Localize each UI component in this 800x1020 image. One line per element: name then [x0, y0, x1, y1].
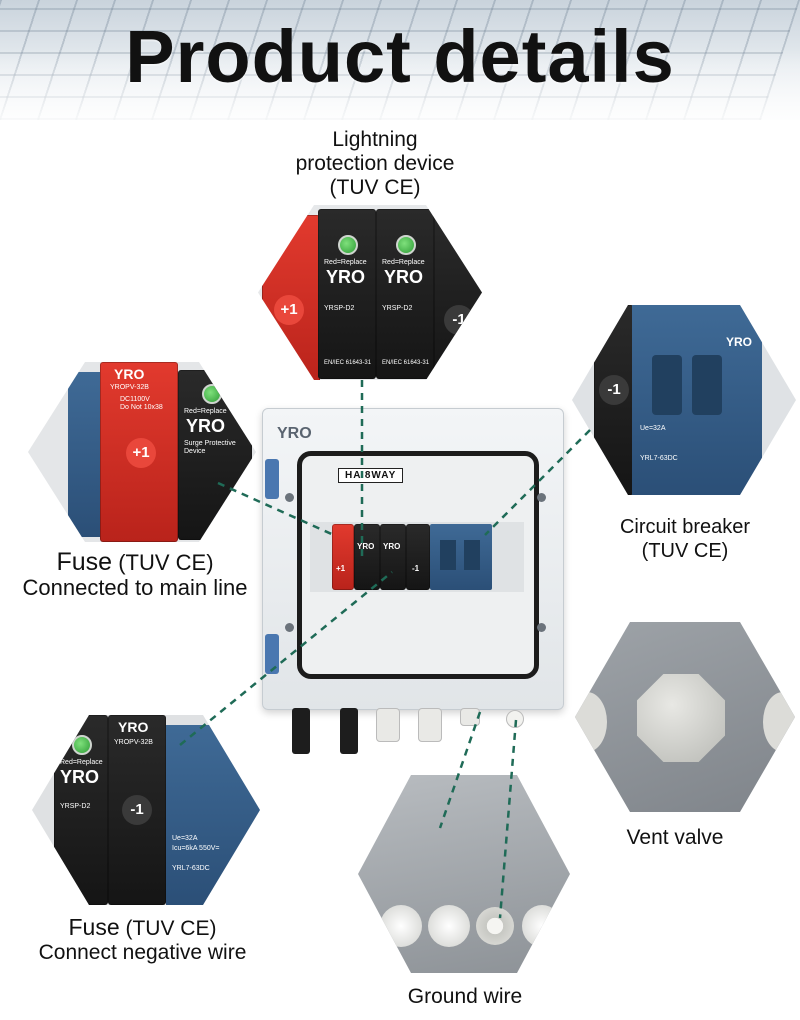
ground-terminal-icon [476, 907, 514, 945]
cable-gland [376, 708, 400, 742]
fuse-module: -1 [406, 524, 430, 590]
circuit-breaker: YRO Ue=32A YRL7-63DC [632, 305, 762, 495]
mc4-connector [340, 708, 358, 754]
screw-icon [537, 623, 546, 632]
surge-protective-device: Red=Replace YRO YRSP-D2 [54, 715, 108, 905]
cable-gland [460, 708, 480, 726]
screw-icon [285, 493, 294, 502]
module-label-plate: HA 8WAY [338, 468, 404, 483]
fuse-module: -1 [434, 215, 482, 380]
box-brand-logo: YRO [277, 425, 312, 442]
vent-valve-icon [637, 674, 725, 762]
fuse-module: -1 [594, 305, 634, 495]
hinge [265, 634, 279, 674]
hex-vent-valve-closeup [575, 622, 795, 812]
surge-protective-device: YRO [380, 524, 406, 590]
hex-ground-wire-closeup [358, 775, 570, 973]
header-banner: Product details [0, 0, 800, 120]
mc4-connector [292, 708, 310, 754]
surge-protective-device: Red=Replace YRO YRSP-D2 EN/IEC 61643-31 [318, 209, 376, 379]
label-lightning-protection: Lightning protection device (TUV CE) [295, 128, 455, 199]
fuse-module: +1 [262, 215, 320, 380]
label-circuit-breaker: Circuit breaker (TUV CE) [619, 516, 751, 562]
hex-fuse-main-line-closeup: YRO YROPV-32B DC1100V Do Not 10x38 +1 Re… [28, 362, 256, 542]
hinge [265, 459, 279, 499]
ground-terminal [506, 710, 524, 728]
fuse-module: YRO YROPV-32B DC1100V Do Not 10x38 +1 [100, 362, 178, 542]
label-vent-valve: Vent valve [626, 826, 724, 849]
surge-protective-device: Red=Replace YRO YRSP-D2 EN/IEC 61643-31 [376, 209, 434, 379]
label-fuse-negative: Fuse (TUV CE) Connect negative wire [38, 914, 247, 964]
hex-circuit-breaker-closeup: -1 YRO Ue=32A YRL7-63DC [572, 305, 796, 495]
label-ground-wire: Ground wire [407, 985, 523, 1008]
fuse-module: +1 [332, 524, 354, 590]
surge-protective-device: YRO [354, 524, 380, 590]
combiner-box-enclosure: YRO HA 8WAY +1 YRO YRO -1 [262, 408, 564, 710]
fuse-module: YRO YROPV-32B -1 [108, 715, 166, 905]
circuit-breaker [430, 524, 492, 590]
cable-gland [418, 708, 442, 742]
page-title: Product details [125, 15, 675, 98]
hex-fuse-negative-closeup: Red=Replace YRO YRSP-D2 YRO YROPV-32B -1… [32, 715, 260, 905]
hex-lightning-protection-closeup: +1 Red=Replace YRO YRSP-D2 EN/IEC 61643-… [258, 205, 482, 380]
circuit-breaker: Ue=32A Icu=6kA 550V= YRL7-63DC [166, 725, 260, 905]
screw-icon [537, 493, 546, 502]
door-window: HA 8WAY +1 YRO YRO -1 [297, 451, 539, 679]
label-fuse-main-line: Fuse (TUV CE) Connected to main line [22, 548, 248, 601]
surge-protective-device: Red=Replace YRO Surge Protective Device [178, 370, 252, 540]
screw-icon [285, 623, 294, 632]
